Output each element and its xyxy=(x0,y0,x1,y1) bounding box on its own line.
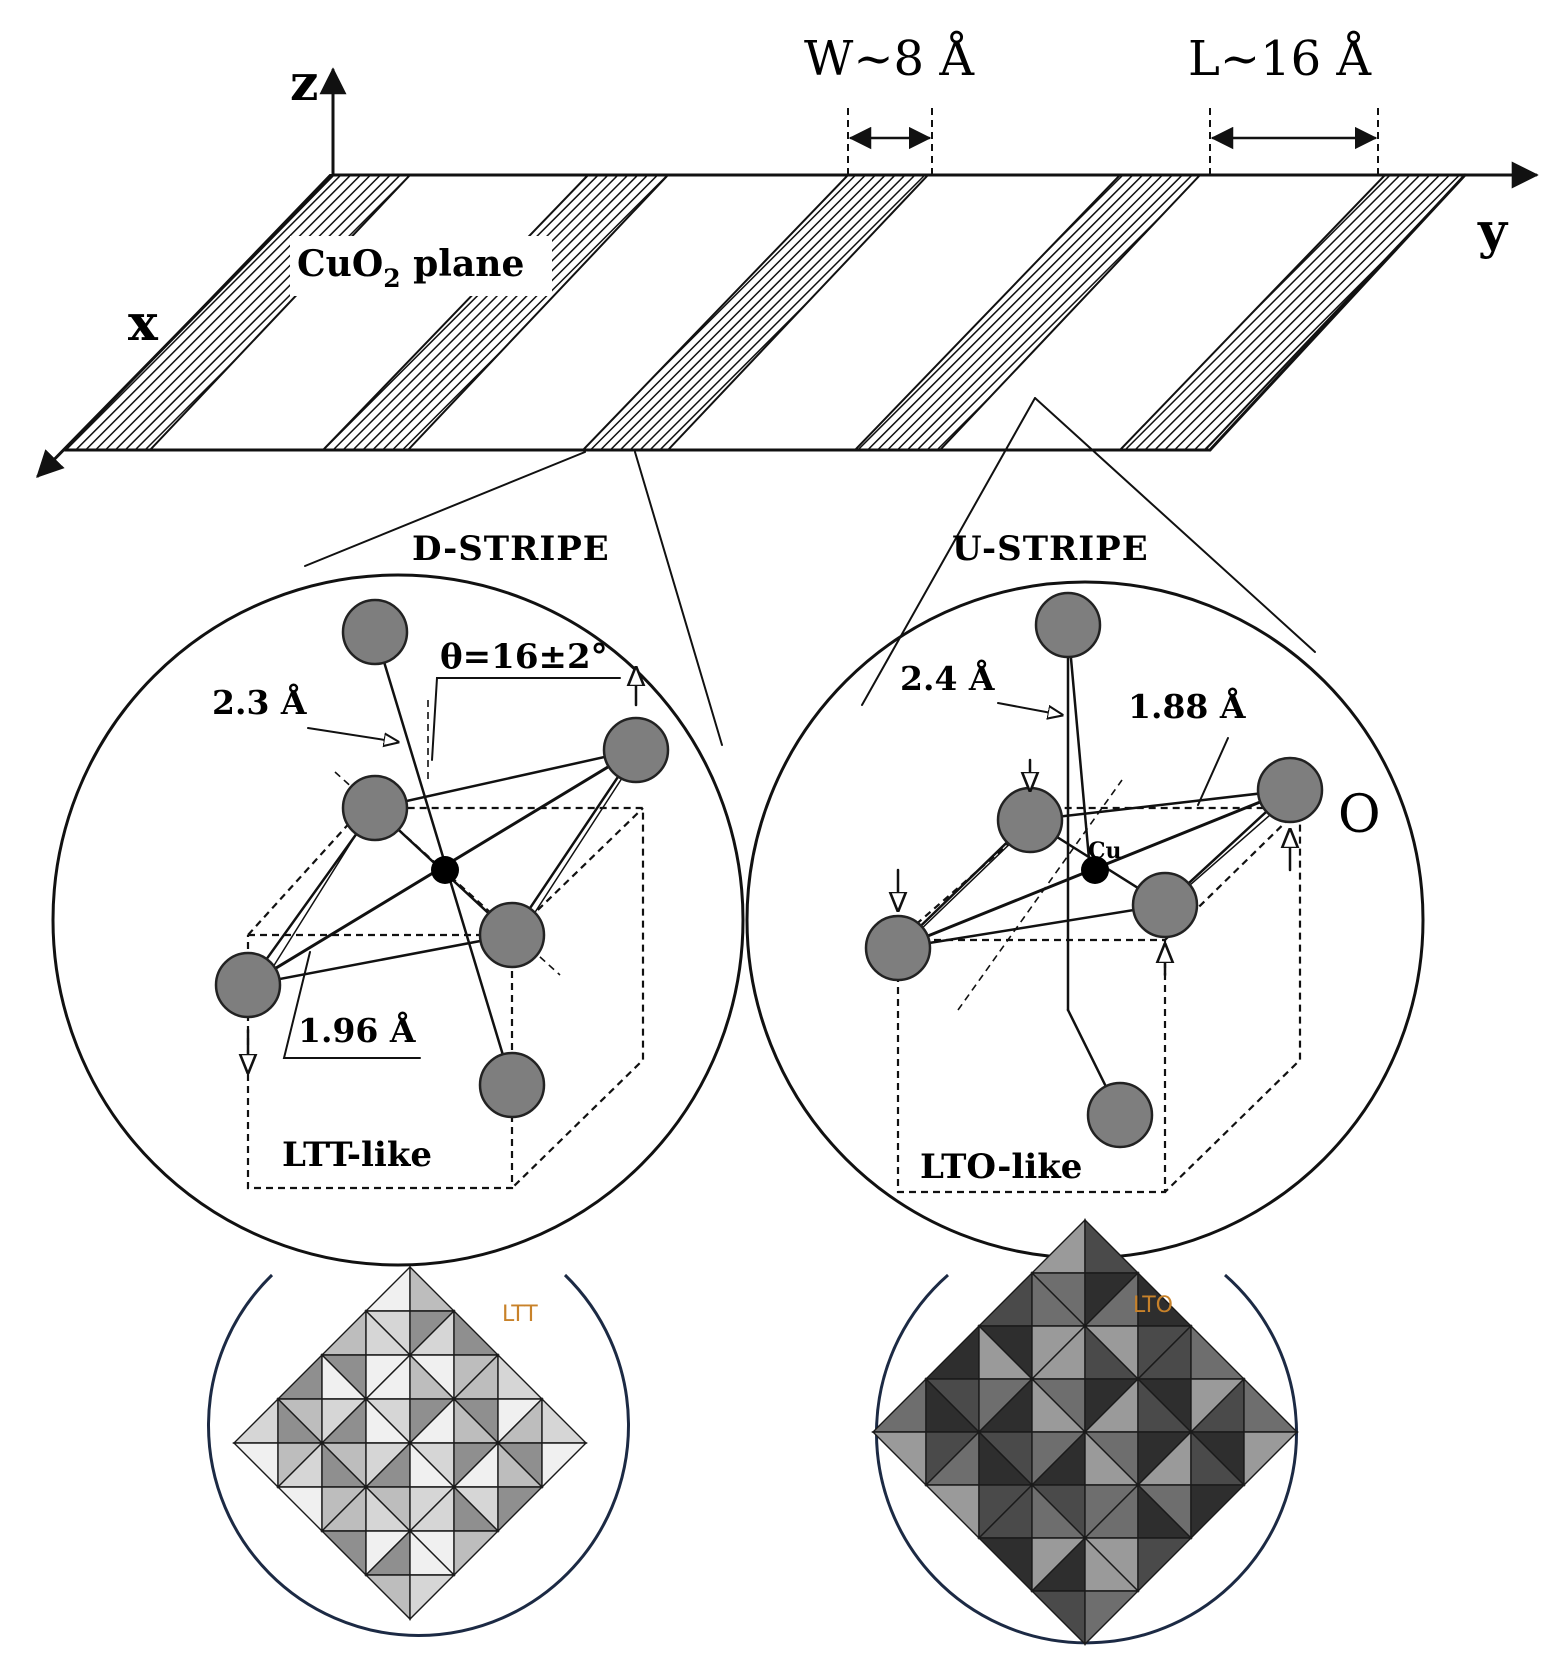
u-callout-right xyxy=(1034,397,1316,653)
z-axis-label: z xyxy=(290,53,318,112)
u-bond-apical-label: 2.4 Å xyxy=(900,658,995,698)
y-axis-label: y xyxy=(1477,201,1509,260)
ltt-octahedra-network xyxy=(232,1265,588,1621)
lto-octahedra-network xyxy=(871,1218,1299,1646)
stripe-1 xyxy=(62,174,413,451)
u-planar-o-front xyxy=(1131,871,1199,939)
d-bond-apical-label: 2.3 Å xyxy=(212,682,307,722)
u-bond-apical-pointer xyxy=(997,702,1062,715)
width-label: W~8 Å xyxy=(804,30,975,87)
d-stripe-circle xyxy=(51,573,745,1267)
d-planar-o-back-left xyxy=(341,774,409,842)
u-stripe-panel: U-STRIPE xyxy=(745,529,1425,1260)
d-cu-atom xyxy=(431,856,459,884)
octahedron xyxy=(1083,1483,1193,1593)
d-apical-o-top xyxy=(341,598,409,666)
u-bond-plane-pointer xyxy=(1197,737,1229,806)
d-planar-o-right xyxy=(602,716,670,784)
d-planar-o-left xyxy=(214,951,282,1019)
d-callout-left xyxy=(304,451,586,567)
d-tilt-pointer xyxy=(431,677,621,761)
x-axis-label: x xyxy=(128,293,159,352)
u-unit-cell xyxy=(896,806,1302,1194)
lto-label: LTO xyxy=(1133,1293,1173,1318)
charge-stripes xyxy=(62,174,1468,451)
d-bond-plane-label: 1.96 Å xyxy=(298,1010,416,1050)
u-apical-o-top xyxy=(1034,591,1102,659)
u-cu-atom xyxy=(1081,856,1109,884)
d-stripe-title: D-STRIPE xyxy=(412,529,610,569)
width-dimension: W~8 Å xyxy=(804,30,975,175)
octahedron xyxy=(364,1529,456,1621)
d-apical-o-bottom xyxy=(478,1051,546,1119)
ltt-label: LTT xyxy=(502,1302,538,1327)
d-bond-plane-pointer xyxy=(282,951,421,1059)
ltt-circle xyxy=(207,1273,630,1637)
u-bonds xyxy=(896,623,1293,1117)
length-dimension: L~16 Å xyxy=(1188,30,1379,175)
u-stripe-title: U-STRIPE xyxy=(952,529,1149,569)
cuo2-plane-panel: CuO2 plane z y x W~8 Å L~16 Å xyxy=(36,30,1539,746)
stripe-4 xyxy=(852,174,1203,451)
u-o-label: O xyxy=(1338,785,1381,845)
plane-label-box xyxy=(290,236,552,296)
stripe-3 xyxy=(580,174,931,451)
d-planar-o-front xyxy=(478,901,546,969)
u-callout-left xyxy=(861,397,1036,706)
d-tilt-label: θ=16±2° xyxy=(440,637,608,677)
length-label: L~16 Å xyxy=(1188,30,1372,87)
u-planar-o-left xyxy=(864,914,932,982)
d-callout-right xyxy=(634,451,723,746)
plane-right-edge xyxy=(1208,173,1467,452)
d-phase-label: LTT-like xyxy=(282,1135,432,1175)
lto-octahedra-panel: LTO xyxy=(871,1218,1299,1646)
u-planar-o-right xyxy=(1256,756,1324,824)
plane-label: CuO2 plane xyxy=(297,243,524,293)
d-bond-apical-pointer xyxy=(307,727,398,742)
d-stripe-panel: D-STRIPE 2 xyxy=(51,529,745,1267)
stripe-2 xyxy=(320,174,671,451)
u-cu-label: Cu xyxy=(1088,838,1122,864)
octahedron xyxy=(1030,1536,1140,1646)
u-bond-plane-label: 1.88 Å xyxy=(1128,686,1246,726)
x-axis-arrow xyxy=(36,173,335,478)
ltt-octahedra-panel: LTT xyxy=(207,1265,630,1637)
u-planar-o-back-left xyxy=(996,786,1064,854)
u-stripe-circle xyxy=(745,580,1425,1260)
u-phase-label: LTO-like xyxy=(920,1147,1082,1187)
u-apical-o-bottom xyxy=(1086,1081,1154,1149)
stripe-5 xyxy=(1117,174,1468,451)
